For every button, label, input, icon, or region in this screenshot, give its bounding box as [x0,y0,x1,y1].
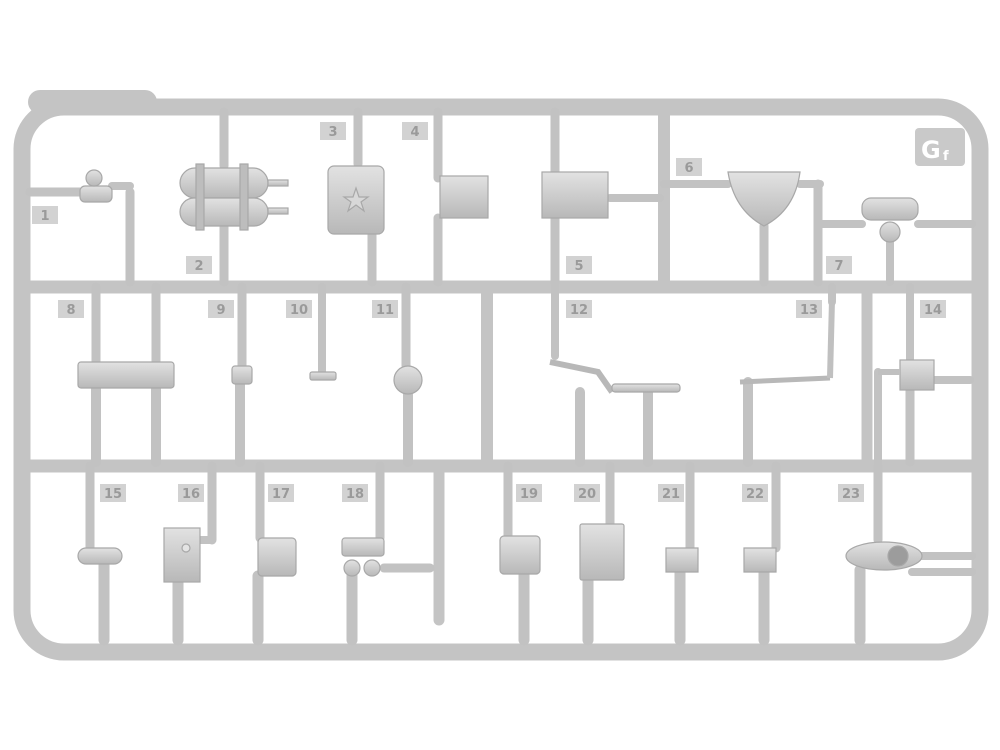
part-tag-23: 23 [838,484,864,502]
part-number: 21 [662,487,680,502]
part-number: 12 [570,303,588,318]
part-6-funnel [727,171,801,227]
part-tag-22: 22 [742,484,768,502]
part-tag-14: 14 [920,300,946,318]
part-tag-1: 1 [32,206,58,224]
part-22-assembly [845,541,923,571]
part-16-housing [163,527,201,583]
part-17-block [257,537,297,577]
part-tag-5: 5 [566,256,592,274]
part-11-ball [393,365,423,395]
part-14-bracket [878,359,935,391]
part-number: 11 [376,303,394,318]
part-tag-20: 20 [574,484,600,502]
part-tag-10: 10 [286,300,312,318]
part-number: 16 [182,487,200,502]
part-4-plate [439,175,489,219]
part-21-clamps [665,547,777,573]
part-number: 19 [520,487,538,502]
part-10-fitting [309,371,337,381]
part-tag-2: 2 [186,256,212,274]
part-tag-19: 19 [516,484,542,502]
sprue-letter-tag: G f [915,128,965,166]
parts [77,163,935,583]
part-9-bracket [231,365,253,385]
part-tag-18: 18 [342,484,368,502]
part-tag-17: 17 [268,484,294,502]
part-5-box [541,171,609,219]
part-number: 4 [410,125,419,140]
part-number: 6 [684,161,693,176]
part-number: 20 [578,487,596,502]
part-19-plate [499,535,541,575]
part-7-periscope [861,197,919,243]
part-3-box-with-star [327,165,385,235]
part-number: 8 [66,303,75,318]
part-tag-11: 11 [372,300,398,318]
part-15-piece [77,547,123,565]
sprue-letter-suffix: f [943,149,949,164]
part-number: 22 [746,487,764,502]
part-13-rod [739,299,835,385]
part-number: 2 [194,259,203,274]
part-number: 7 [834,259,843,274]
part-number: 3 [328,125,337,140]
part-number: 5 [574,259,583,274]
part-tag-3: 3 [320,122,346,140]
part-number: 14 [924,303,942,318]
part-number: 15 [104,487,122,502]
part-tag-6: 6 [676,158,702,176]
part-2-air-cylinders [179,163,289,231]
part-tag-21: 21 [658,484,684,502]
part-number: 18 [346,487,364,502]
part-tag-4: 4 [402,122,428,140]
part-number: 13 [800,303,818,318]
part-tag-8: 8 [58,300,84,318]
part-tag-15: 15 [100,484,126,502]
part-12-handle [549,359,681,394]
part-tag-13: 13 [796,300,822,318]
part-tag-16: 16 [178,484,204,502]
part-18-cluster [341,537,385,577]
part-number: 9 [216,303,225,318]
part-number: 23 [842,487,860,502]
part-tag-12: 12 [566,300,592,318]
part-number: 10 [290,303,308,318]
outer-runner [13,98,989,661]
part-8-bar [77,361,175,389]
part-number: 1 [40,209,49,224]
part-20-plate [579,523,625,581]
part-tag-7: 7 [826,256,852,274]
sprue-letter: G [921,136,941,164]
gate-stubs [25,107,976,646]
part-1-valve [79,169,113,203]
part-number: 17 [272,487,290,502]
part-tag-9: 9 [208,300,234,318]
sprue-frame [13,90,989,661]
